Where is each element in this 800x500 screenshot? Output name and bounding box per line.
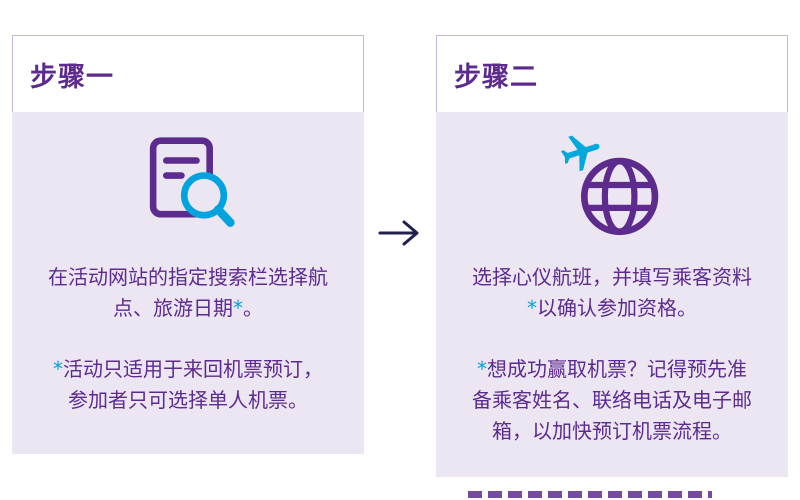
step-two-card: 步骤二 选择心仪航班，并填写乘客资料*以确认参加资格。 *想成功赢取机票？ — [436, 35, 788, 477]
asterisk: * — [527, 296, 537, 320]
step-one-note: *活动只适用于来回机票预订，参加者只可选择单人机票。 — [46, 354, 330, 416]
step-two-header: 步骤二 — [436, 35, 788, 112]
step-one-body: 在活动网站的指定搜索栏选择航点、旅游日期*。 *活动只适用于来回机票预订，参加者… — [12, 112, 364, 454]
instruction-text: 选择心仪航班，并填写乘客资料 — [472, 265, 752, 289]
note-text: 想成功赢取机票？记得预先准备乘客姓名、联络电话及电子邮箱，以加快预订机票流程。 — [472, 357, 752, 443]
step-two-note: *想成功赢取机票？记得预先准备乘客姓名、联络电话及电子邮箱，以加快预订机票流程。 — [470, 354, 754, 447]
step-two-title: 步骤二 — [454, 61, 538, 93]
cutoff-text-line — [468, 491, 712, 498]
note-text: 活动只适用于来回机票预订，参加者只可选择单人机票。 — [63, 357, 323, 412]
asterisk: * — [53, 357, 63, 381]
document-search-icon — [12, 130, 364, 240]
asterisk: * — [233, 296, 243, 320]
step-one-header: 步骤一 — [12, 35, 364, 112]
globe-airplane-icon — [436, 130, 788, 240]
step-two-instruction: 选择心仪航班，并填写乘客资料 *以确认参加资格。 — [470, 262, 754, 324]
instruction-text-tail: 以确认参加资格。 — [537, 296, 697, 320]
step-one-instruction: 在活动网站的指定搜索栏选择航点、旅游日期*。 — [46, 262, 330, 324]
arrow-right-icon — [377, 217, 425, 249]
instruction-text-tail: 。 — [243, 296, 263, 320]
step-one-title: 步骤一 — [30, 61, 114, 93]
step-two-body: 选择心仪航班，并填写乘客资料*以确认参加资格。 *想成功赢取机票？记得预先准备乘… — [436, 112, 788, 477]
asterisk: * — [477, 357, 487, 381]
instruction-text: 在活动网站的指定搜索栏选择航点、旅游日期 — [48, 265, 328, 320]
step-one-card: 步骤一 在活动网站的指定搜索栏选择航点、旅游日期*。 *活动只适用于来回机票预订… — [12, 35, 364, 454]
